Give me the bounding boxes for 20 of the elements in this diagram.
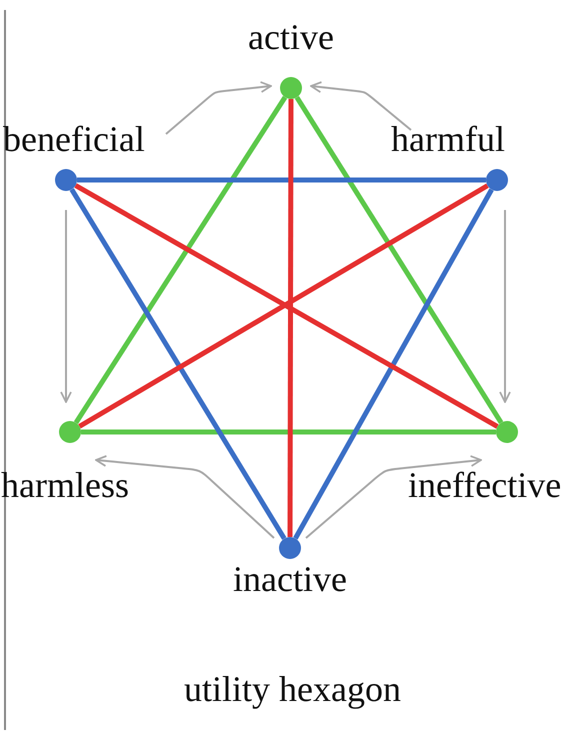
- caption: utility hexagon: [183, 668, 402, 710]
- node-label: harmful: [391, 121, 505, 157]
- connector-line: [70, 188, 286, 540]
- node-label: inactive: [233, 561, 347, 597]
- node-label: ineffective: [408, 467, 562, 503]
- arrow: [95, 455, 275, 539]
- connector-line: [81, 430, 496, 434]
- connector-line: [288, 99, 294, 537]
- node-label: beneficial: [3, 121, 145, 157]
- arrow: [60, 210, 72, 403]
- node-label: harmless: [1, 467, 129, 503]
- arrow: [165, 81, 272, 135]
- connector-line: [74, 96, 288, 424]
- arrow: [305, 455, 482, 539]
- node-label: active: [248, 19, 334, 55]
- connector-line: [293, 188, 494, 540]
- arrow: [499, 210, 511, 403]
- connector-line: [77, 178, 486, 182]
- arrow: [310, 81, 412, 131]
- connector-line: [294, 96, 504, 424]
